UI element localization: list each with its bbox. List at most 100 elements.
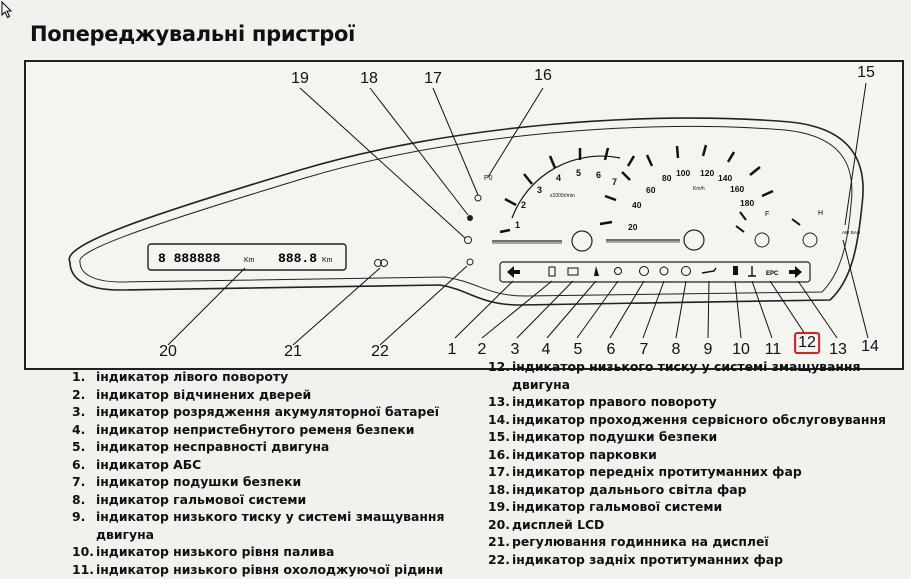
legend-item: 22.індикатор задніх протитуманних фар <box>488 551 784 567</box>
temp-hot-label: H <box>818 210 823 217</box>
legend-item: 4.індикатор непристебнутого ременя безпе… <box>72 421 415 437</box>
lcd-odometer: 8 888888 <box>158 251 221 266</box>
callout-11: 11 <box>764 341 782 358</box>
lamp-brake-system <box>464 236 472 244</box>
callout-20: 20 <box>159 343 177 360</box>
callout-8: 8 <box>671 341 681 358</box>
lamp-front-fog <box>474 194 482 202</box>
speed-hub <box>683 229 705 251</box>
lamp-airbag: AIR BAG <box>842 230 861 235</box>
speed-label: 100 <box>676 168 690 178</box>
tach-label: 1 <box>515 220 520 230</box>
legend-item: 13.індикатор правого повороту <box>488 394 717 409</box>
callout-5: 5 <box>573 341 583 358</box>
callout-21: 21 <box>284 343 302 360</box>
speed-label: 80 <box>662 173 672 183</box>
legend-item: 21.регулювання годинника на дисплеї <box>488 534 769 549</box>
fuel-low-icon <box>733 266 738 275</box>
callout-13: 13 <box>829 341 847 358</box>
lamp-rear-fog <box>466 258 474 266</box>
cluster-outline <box>68 117 864 306</box>
speedometer-ticks <box>599 144 774 226</box>
tach-label: 4 <box>556 173 561 183</box>
legend-item: 15.індикатор подушки безпеки <box>488 429 718 444</box>
legend-item: 12.індикатор низького тиску у системі зм… <box>488 359 861 392</box>
temp-gauge <box>791 218 801 226</box>
door-open-icon <box>548 266 556 277</box>
callout-18: 18 <box>360 70 378 87</box>
callout-2: 2 <box>477 341 487 358</box>
legend-item: 2.індикатор відчинених дверей <box>72 386 312 402</box>
speed-label: 40 <box>632 200 642 210</box>
legend-item: 16.індикатор парковки <box>488 446 657 462</box>
callout-6: 6 <box>606 341 616 358</box>
oil-pressure-icon <box>701 267 717 274</box>
temp-hub <box>802 232 818 248</box>
callout-19: 19 <box>291 70 309 87</box>
tachometer <box>511 155 621 219</box>
legend-item: 6.індикатор АБС <box>72 456 202 472</box>
lcd-trip: 888.8 <box>278 251 317 266</box>
tachometer-ticks <box>499 147 636 234</box>
callout-3: 3 <box>510 341 520 358</box>
legend-item: 8.індикатор гальмової системи <box>72 491 307 507</box>
legend-item: 1.індикатор лівого повороту <box>72 369 289 384</box>
speedometer-labels: 20 40 60 80 100 120 140 160 180 <box>628 168 754 232</box>
legend-item: 18.індикатор дальнього світла фар <box>488 481 747 497</box>
legend-item: 10.індикатор низького рівня палива <box>72 544 335 559</box>
legend-item: 7.індикатор подушки безпеки <box>72 474 302 489</box>
tach-label: 6 <box>596 170 601 180</box>
tach-label: 3 <box>537 185 542 195</box>
mouse-cursor-icon <box>1 1 13 19</box>
callout-7: 7 <box>639 341 649 358</box>
speed-label: 120 <box>700 168 714 178</box>
tach-label: 7 <box>612 177 617 187</box>
callout-4: 4 <box>541 341 551 358</box>
lamp-parking: P0 <box>484 175 493 182</box>
speed-label: 180 <box>740 198 754 208</box>
speed-label: 160 <box>730 184 744 194</box>
legend-item: 11.індикатор низького рівня охолоджуючої… <box>72 561 444 577</box>
lcd-display <box>147 243 347 271</box>
tach-unit: x1000r/min <box>550 193 575 199</box>
airbag-icon <box>659 266 669 276</box>
clock-adjust-knob <box>374 259 382 267</box>
instrument-cluster-figure <box>24 60 904 370</box>
page-title: Попереджувальні пристрої <box>30 22 356 46</box>
legend-item: 17.індикатор передніх протитуманних фар <box>488 464 802 479</box>
lamp-high-beam <box>467 215 473 221</box>
speed-unit: Km/h <box>693 186 705 192</box>
callout-9: 9 <box>703 341 713 358</box>
callout-17: 17 <box>424 70 442 87</box>
callout-10: 10 <box>732 341 750 358</box>
left-turn-icon <box>507 266 520 278</box>
callout-22: 22 <box>371 343 389 360</box>
tach-label: 2 <box>521 200 526 210</box>
legend-item: 14.індикатор проходження сервісного обсл… <box>488 411 886 427</box>
tach-label: 5 <box>576 168 581 178</box>
leader-lines <box>167 82 869 346</box>
legend-item: 20.дисплей LCD <box>488 516 605 532</box>
seatbelt-icon <box>594 266 599 276</box>
legend-right: 12.індикатор низького тиску у системі зм… <box>488 358 898 568</box>
tachometer-labels: 1 2 3 4 5 6 7 <box>515 168 617 230</box>
fuel-full-label: F <box>765 211 769 218</box>
legend-item: 5.індикатор несправності двигуна <box>72 439 330 454</box>
brake-icon <box>681 266 691 276</box>
legend-left: 1.індикатор лівого повороту 2.індикатор … <box>72 368 472 578</box>
callout-1: 1 <box>447 341 457 358</box>
battery-icon <box>567 267 579 276</box>
coolant-icon <box>748 266 756 277</box>
tach-hub <box>571 230 593 252</box>
lcd-odometer-unit: Km <box>244 257 255 264</box>
speed-label: 60 <box>646 185 656 195</box>
abs-icon <box>639 266 649 276</box>
callout-14: 14 <box>861 338 879 355</box>
fuel-hub <box>754 232 770 248</box>
callout-15: 15 <box>857 64 875 81</box>
warning-lamp-strip <box>499 261 811 283</box>
callout-12-highlighted: 12 <box>794 332 820 354</box>
lcd-trip-unit: Km <box>322 257 333 264</box>
svg-text:P0: P0 <box>484 175 493 182</box>
